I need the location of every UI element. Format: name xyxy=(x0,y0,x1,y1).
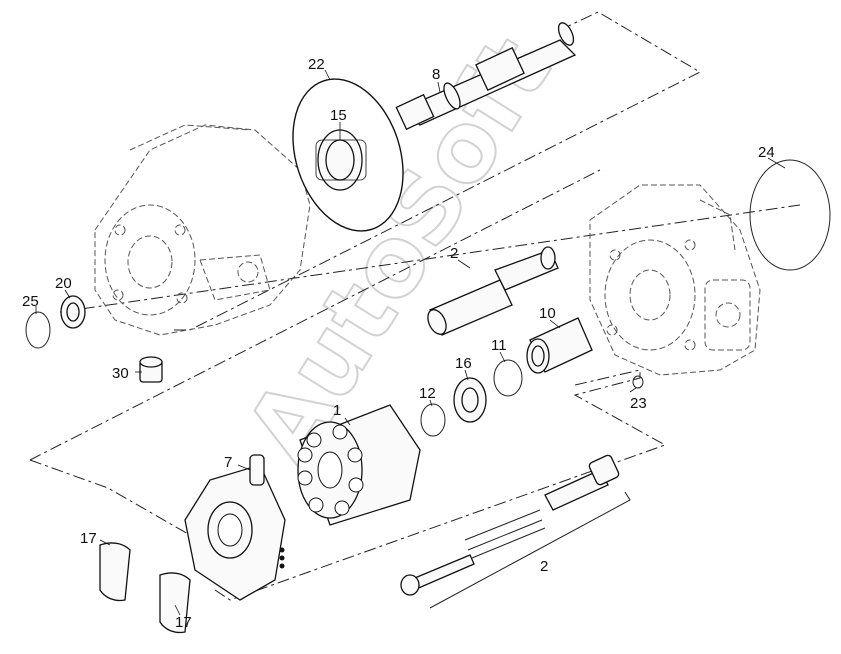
guide-line-lower xyxy=(29,459,231,559)
callout-12: 12 xyxy=(419,385,436,402)
guide-line-upper xyxy=(170,11,702,331)
callout-7: 7 xyxy=(224,454,232,471)
callout-25: 25 xyxy=(22,293,39,310)
callout-30: 30 xyxy=(112,365,129,382)
watermark-text: AutoSoft xyxy=(225,18,573,482)
callout-24: 24 xyxy=(758,144,775,161)
cylinder-block-1 xyxy=(297,404,421,526)
guide-line-middle xyxy=(29,169,601,461)
callout-2-upper: 2 xyxy=(450,245,458,262)
pump-housing-left xyxy=(94,124,311,336)
watermark: AutoSoft xyxy=(224,17,574,483)
o-ring-23 xyxy=(632,375,644,389)
drive-shaft-8 xyxy=(395,22,577,131)
pump-housing-right xyxy=(589,184,761,376)
sleeve-2 xyxy=(427,246,559,336)
callout-16: 16 xyxy=(455,355,472,372)
callout-10: 10 xyxy=(539,305,556,322)
ring-11 xyxy=(493,359,523,397)
guide-line-right xyxy=(214,369,667,601)
callout-1: 1 xyxy=(333,402,341,419)
ring-12 xyxy=(420,403,446,437)
callout-17-upper: 17 xyxy=(80,530,97,547)
assembly-guide-lines xyxy=(29,11,801,601)
callout-15: 15 xyxy=(330,107,347,124)
leader-lines xyxy=(35,69,786,616)
callout-17-lower: 17 xyxy=(175,614,192,631)
callout-23: 23 xyxy=(630,395,647,412)
plug-30 xyxy=(139,356,163,383)
guide-line-shaft xyxy=(59,204,801,313)
bearing-16 xyxy=(453,377,487,423)
bushing-10 xyxy=(526,317,593,374)
callout-8: 8 xyxy=(432,66,440,83)
o-ring-24 xyxy=(749,159,831,271)
seal-20 xyxy=(60,295,86,329)
valve-assembly-2 xyxy=(400,454,631,609)
bearing-shell-17-upper xyxy=(99,542,131,602)
callout-11: 11 xyxy=(491,337,507,354)
circlip-25 xyxy=(25,311,51,349)
bearing-shell-17-lower xyxy=(159,572,191,634)
callout-2-lower: 2 xyxy=(540,558,548,575)
callouts: 1 2 2 7 8 10 11 12 15 16 17 17 20 22 23 … xyxy=(22,56,775,631)
callout-22: 22 xyxy=(308,56,325,73)
swash-plate-7 xyxy=(184,454,286,601)
callout-20: 20 xyxy=(55,275,72,292)
